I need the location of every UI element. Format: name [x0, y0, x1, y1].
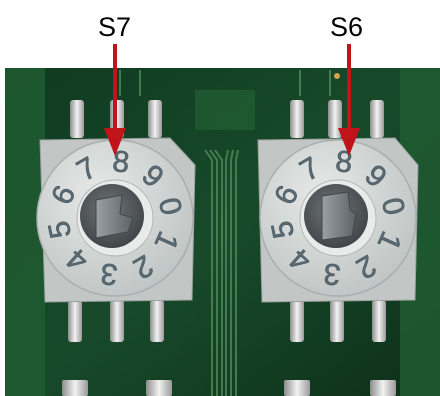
rotary-switch-s6 — [257, 137, 419, 303]
s7-dial-digit-5: 5 — [42, 218, 78, 241]
arrow-s7 — [104, 44, 126, 156]
pcb-via — [334, 73, 340, 79]
s7-pins — [62, 100, 172, 396]
s7-dial-digit-0: 0 — [152, 195, 188, 218]
s6-knob-slot — [321, 191, 357, 241]
arrow-s6 — [338, 44, 360, 156]
pcb-traces — [119, 70, 331, 396]
s7-dial-digit-3: 3 — [99, 256, 119, 291]
s6-dial-digit-3: 3 — [322, 256, 342, 291]
s6-pins — [284, 100, 396, 396]
s6-dial-digit-5: 5 — [265, 218, 301, 241]
switch-label-s7: S7 — [98, 12, 132, 42]
s7-knob-slot — [95, 194, 134, 239]
switch-label-s6: S6 — [330, 12, 364, 42]
rotary-switch-s7 — [36, 137, 196, 303]
s6-dial-digit-0: 0 — [375, 195, 411, 218]
